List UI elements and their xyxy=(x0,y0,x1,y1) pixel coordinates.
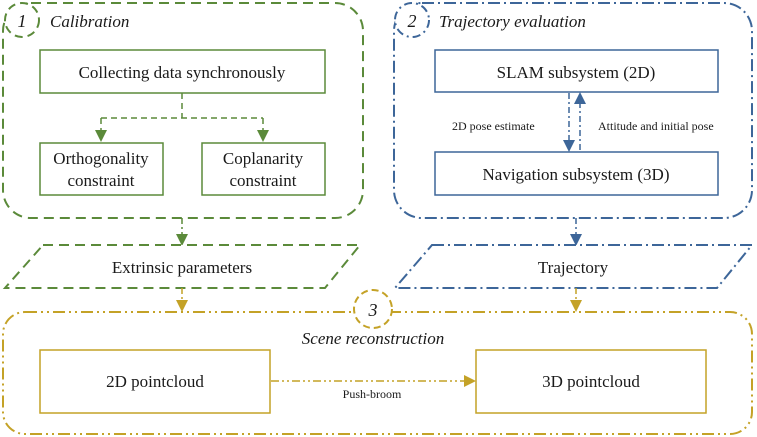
collect-data-box xyxy=(39,49,326,94)
slam-subsystem-label: SLAM subsystem (2D) xyxy=(497,63,656,82)
trajectory-panel xyxy=(393,2,753,219)
coplanarity-label-line2: constraint xyxy=(229,171,296,190)
trajectory-title: Trajectory evaluation xyxy=(439,12,586,31)
navigation-subsystem-box xyxy=(434,151,719,196)
navigation-subsystem-label: Navigation subsystem (3D) xyxy=(483,165,670,184)
coplanarity-label-line1: Coplanarity xyxy=(223,149,304,168)
pointcloud-2d-box xyxy=(39,349,271,414)
calibration-panel xyxy=(2,2,364,219)
trajectory-output-node xyxy=(392,244,755,289)
coplanarity-box xyxy=(201,142,326,196)
orthogonality-label-line1: Orthogonality xyxy=(53,149,149,168)
collect-to-constraints-connector xyxy=(101,93,263,119)
trajectory-output-label: Trajectory xyxy=(538,258,609,277)
collect-data-label: Collecting data synchronously xyxy=(79,63,286,82)
pose-estimate-label: 2D pose estimate xyxy=(452,119,535,133)
orthogonality-box xyxy=(39,142,164,196)
reconstruction-number-circle xyxy=(353,289,393,329)
pointcloud-2d-label: 2D pointcloud xyxy=(106,372,204,391)
trajectory-number-circle xyxy=(394,2,430,38)
orthogonality-label-line2: constraint xyxy=(67,171,134,190)
trajectory-number: 2 xyxy=(408,11,417,31)
calibration-title: Calibration xyxy=(50,12,129,31)
reconstruction-number: 3 xyxy=(368,300,378,320)
attitude-initial-pose-label: Attitude and initial pose xyxy=(598,119,714,133)
pointcloud-3d-box xyxy=(475,349,707,414)
extrinsic-parameters-label: Extrinsic parameters xyxy=(112,258,252,277)
calibration-number-circle xyxy=(4,2,40,38)
pointcloud-3d-label: 3D pointcloud xyxy=(542,372,640,391)
slam-subsystem-box xyxy=(434,49,719,93)
reconstruction-title: Scene reconstruction xyxy=(302,329,444,348)
calibration-number: 1 xyxy=(18,11,27,31)
extrinsic-parameters-node xyxy=(2,244,363,289)
push-broom-label: Push-broom xyxy=(343,387,402,401)
